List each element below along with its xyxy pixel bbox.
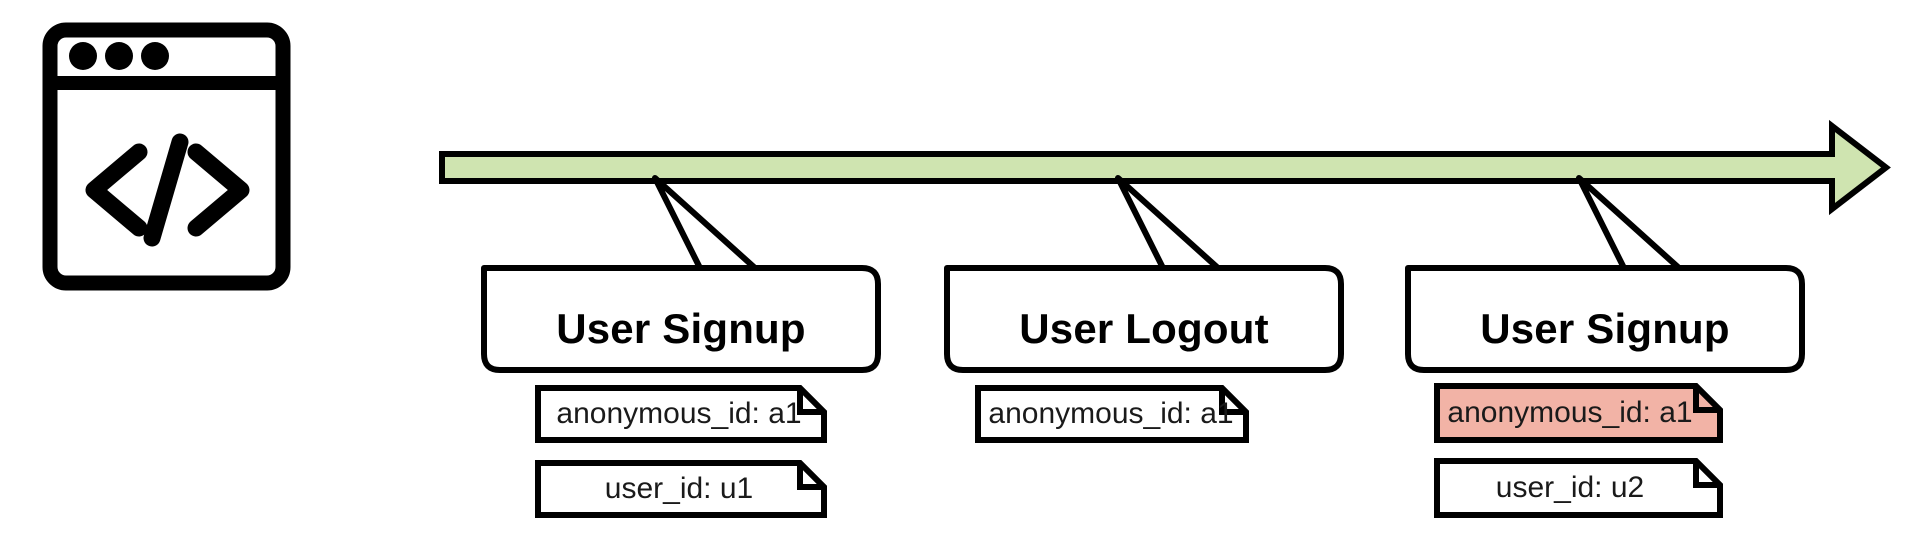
event-group-3[interactable]	[1405, 175, 1805, 518]
note-box-3-1[interactable]	[1434, 383, 1723, 443]
note-box-2-1[interactable]	[975, 385, 1249, 443]
note-label-3-1: anonymous_id: a1	[1447, 396, 1693, 429]
note-label-1-1: anonymous_id: a1	[556, 397, 802, 430]
window-dot-2-icon	[105, 42, 133, 70]
note-fold-1-1-icon	[797, 388, 824, 415]
event-box-3[interactable]	[1405, 175, 1805, 373]
timeline-arrow-shape	[439, 119, 1891, 216]
note-label-3-2: user_id: u2	[1495, 471, 1645, 504]
event-group-2[interactable]	[944, 175, 1344, 443]
note-fold-1-2-icon	[797, 463, 824, 490]
event-box-2[interactable]	[944, 175, 1344, 373]
note-box-1-2[interactable]	[535, 460, 827, 518]
code-window-frame	[42, 22, 291, 291]
code-slash-icon	[143, 133, 189, 247]
code-chevron-right-icon	[187, 143, 250, 237]
event-label-1: User Signup	[556, 305, 806, 352]
note-box-3-2[interactable]	[1434, 458, 1723, 518]
note-fold-2-1-icon	[1219, 388, 1246, 415]
code-window-icon	[42, 22, 291, 291]
note-fold-3-1-icon	[1693, 386, 1720, 413]
note-label-2-1: anonymous_id: a1	[988, 397, 1234, 430]
event-box-1[interactable]	[481, 175, 881, 373]
event-label-3: User Signup	[1480, 305, 1730, 352]
event-label-2: User Logout	[1019, 305, 1269, 352]
event-group-1[interactable]	[481, 175, 881, 518]
timeline-arrow	[439, 119, 1891, 216]
note-fold-3-2-icon	[1693, 461, 1720, 488]
note-label-1-2: user_id: u1	[604, 472, 754, 505]
window-dot-3-icon	[141, 42, 169, 70]
code-chevron-left-icon	[85, 143, 148, 237]
window-dot-1-icon	[69, 42, 97, 70]
note-box-1-1[interactable]	[535, 385, 827, 443]
